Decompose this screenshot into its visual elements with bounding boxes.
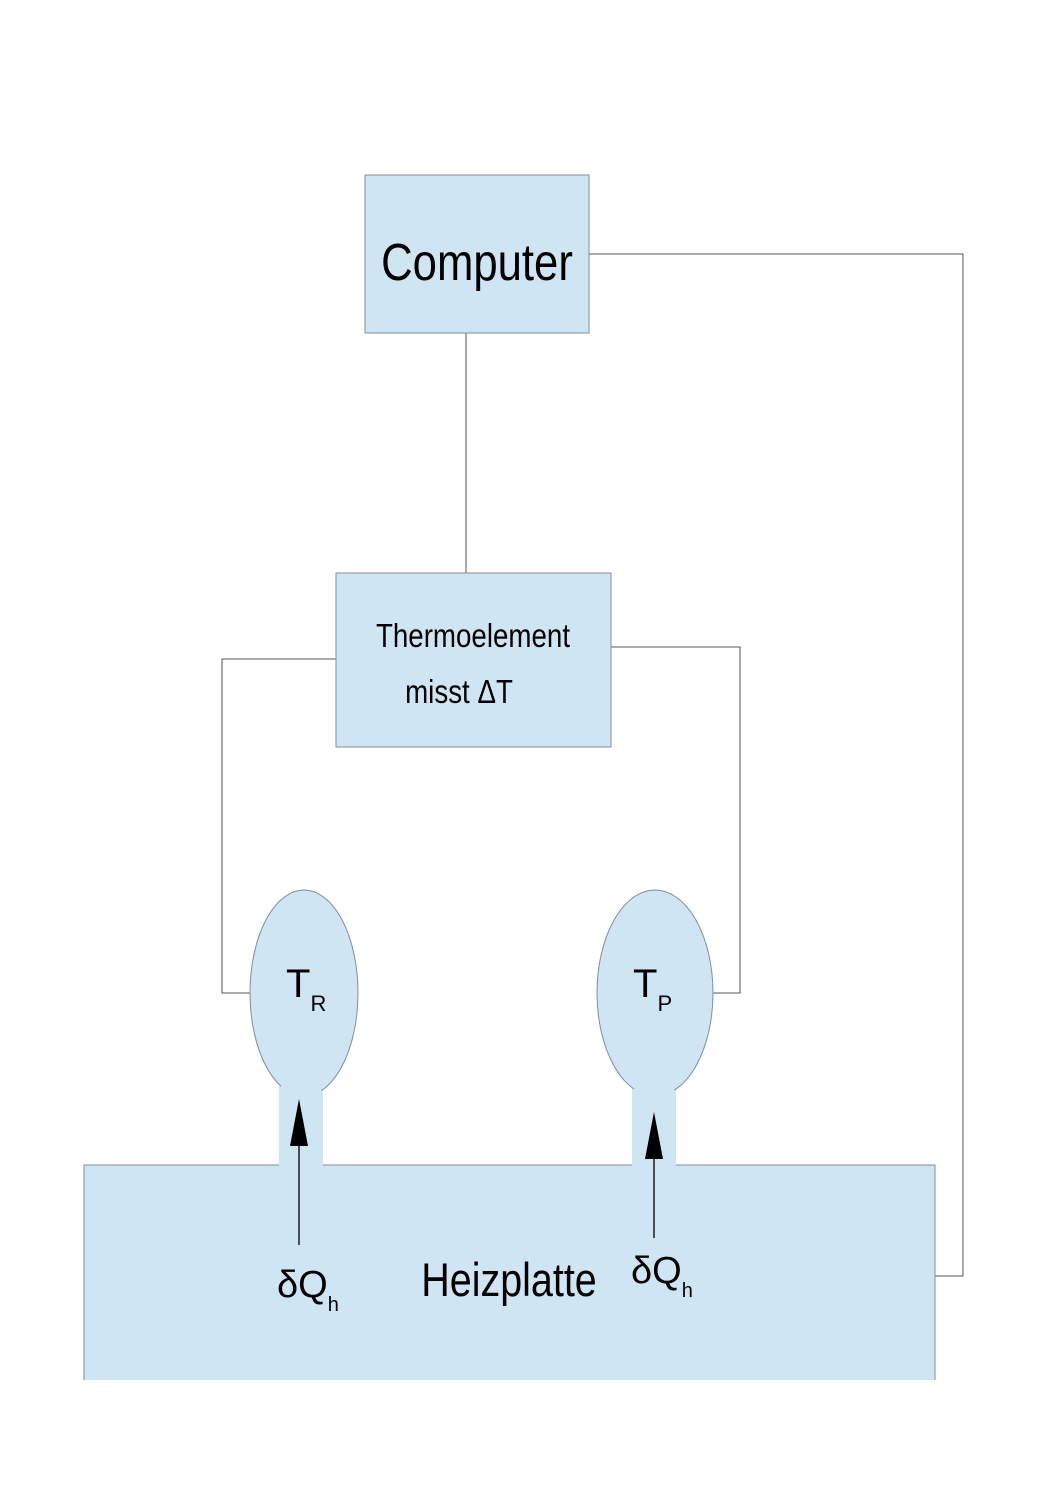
- thermo-ref-link: [221, 658, 336, 994]
- reference-sensor-subscript: R: [310, 991, 326, 1016]
- thermo-probe-link: [611, 646, 741, 994]
- reference-sensor-label: TR: [286, 962, 326, 1016]
- heat-label-left-symbol: δQ: [277, 1264, 328, 1306]
- heat-label-left-subscript: h: [328, 1294, 339, 1316]
- heat-label-right: δQh: [631, 1250, 693, 1302]
- thermoelement-label-line2: misst ΔT: [405, 674, 513, 711]
- thermoelement-label-line1: Thermoelement: [376, 618, 571, 655]
- probe-sensor-subscript: P: [657, 991, 672, 1016]
- probe-sensor-symbol: T: [633, 962, 657, 1006]
- computer-label: Computer: [381, 235, 573, 292]
- computer-heater-link: [589, 253, 964, 1277]
- thermoelement-box: [335, 572, 612, 748]
- heat-label-right-symbol: δQ: [631, 1250, 682, 1292]
- reference-sensor-symbol: T: [286, 962, 310, 1006]
- heat-arrow-right: [645, 1112, 663, 1238]
- heater-plate: [83, 1164, 936, 1380]
- connector-lines: [221, 253, 964, 1277]
- heater-label: Heizplatte: [421, 1255, 597, 1307]
- heat-arrow-left: [290, 1099, 308, 1245]
- heat-label-left: δQh: [277, 1264, 339, 1316]
- computer-box: [364, 174, 590, 334]
- probe-sensor-label: TP: [633, 962, 672, 1016]
- heat-label-right-subscript: h: [682, 1280, 693, 1302]
